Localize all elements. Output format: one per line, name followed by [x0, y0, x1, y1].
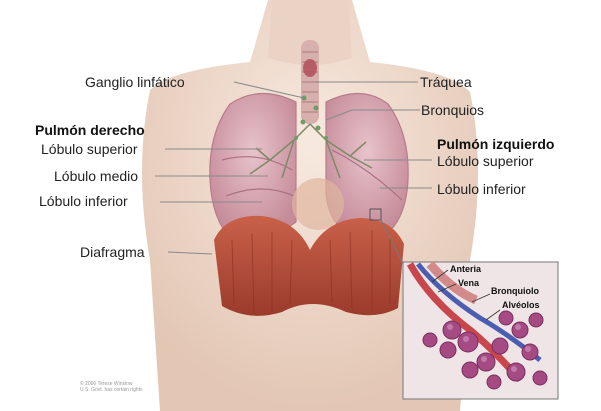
label-bronquios: Bronquios: [421, 102, 484, 118]
label-lobulo-medio: Lóbulo medio: [54, 168, 138, 184]
label-lobulo-inferior-derecho: Lóbulo inferior: [39, 193, 128, 209]
label-lobulo-inferior-izquierdo: Lóbulo inferior: [437, 181, 526, 197]
copyright-notice: © 2006 Terese Winslow U.S. Govt. has cer…: [80, 381, 143, 393]
label-traquea: Tráquea: [420, 74, 472, 90]
label-arteria: Anteria: [450, 264, 481, 275]
label-lobulo-superior-izquierdo: Lóbulo superior: [437, 153, 534, 169]
label-pulmon-izquierdo: Pulmón izquierdo: [437, 136, 554, 152]
label-pulmon-derecho: Pulmón derecho: [35, 122, 145, 138]
label-vena: Vena: [458, 278, 479, 289]
label-ganglio-linfatico: Ganglio linfático: [85, 74, 185, 90]
heart-area: [292, 178, 344, 230]
label-bronquiolo: Bronquiolo: [491, 286, 539, 297]
copyright-line-2: U.S. Govt. has certain rights: [80, 387, 143, 393]
label-diafragma: Diafragma: [80, 244, 145, 260]
label-alveolos: Alvéolos: [502, 300, 540, 311]
alveoli-inset: [403, 262, 558, 399]
label-lobulo-superior-derecho: Lóbulo superior: [41, 141, 138, 157]
